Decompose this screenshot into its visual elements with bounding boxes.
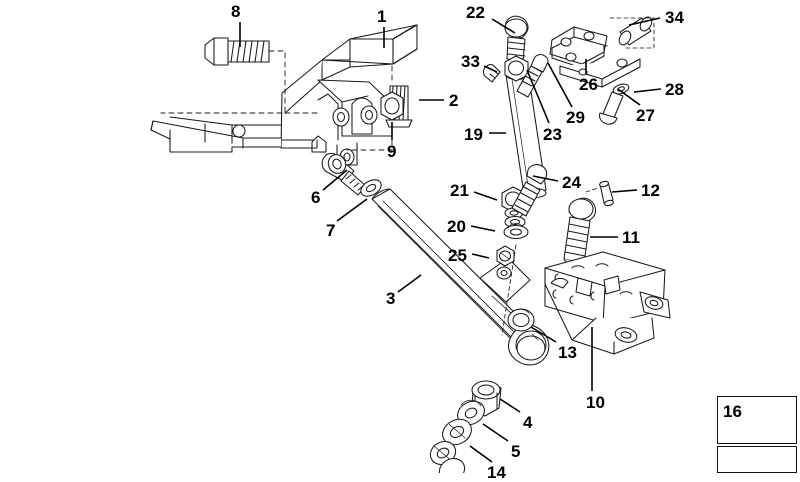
callout-number-22: 22 — [466, 3, 485, 22]
callout-number-2: 2 — [449, 91, 459, 110]
leader-line-22 — [491, 18, 516, 34]
callout-number-26: 26 — [579, 75, 598, 94]
callout-number-12: 12 — [641, 181, 660, 200]
callout-number-21: 21 — [450, 181, 469, 200]
leader-line-33 — [483, 65, 498, 73]
part-29-bolt — [516, 54, 549, 98]
part-1-bracket — [150, 24, 418, 166]
part-33-small-bolt — [482, 63, 501, 83]
leader-line-27 — [617, 88, 641, 106]
part-23-upper-nut — [504, 55, 529, 82]
part-5-washer-upper — [457, 399, 485, 426]
part-9-hex-nut — [380, 91, 404, 121]
callout-number-24: 24 — [562, 173, 581, 192]
callout-number-25: 25 — [448, 246, 467, 265]
callout-number-7: 7 — [326, 221, 336, 240]
part-27-bolt — [598, 91, 624, 125]
leader-line-29 — [547, 62, 573, 108]
inset-box-arrow — [717, 446, 797, 473]
callout-number-13: 13 — [558, 343, 577, 362]
callout-number-6: 6 — [311, 188, 321, 207]
callout-number-34: 34 — [665, 8, 684, 27]
leader-line-34 — [628, 17, 661, 26]
leader-line-6 — [322, 169, 348, 191]
part-13-bushing — [507, 308, 535, 332]
part-11-large-bolt — [563, 197, 597, 266]
part-20-spring-washer — [503, 207, 529, 240]
callout-number-4: 4 — [523, 413, 533, 432]
assembly-dashes-bottom — [501, 244, 517, 336]
leader-line-3 — [397, 274, 422, 293]
inset-box-16 — [717, 396, 797, 444]
part-22-upper-mount — [504, 15, 529, 62]
part-10-mounting-bracket — [544, 251, 671, 355]
callout-number-27: 27 — [636, 106, 655, 125]
leader-line-21 — [473, 191, 498, 201]
callout-number-20: 20 — [447, 217, 466, 236]
leader-line-14 — [469, 445, 493, 463]
callout-number-11: 11 — [622, 228, 640, 247]
part-25-nut — [496, 245, 515, 267]
callout-number-8: 8 — [231, 2, 241, 21]
part-14-bushing — [429, 441, 466, 473]
part-26-mount-plate — [549, 26, 641, 88]
callout-number-5: 5 — [511, 442, 521, 461]
part-12-pin — [599, 180, 614, 207]
leader-line-20 — [470, 225, 496, 232]
callout-number-28: 28 — [665, 80, 684, 99]
callout-number-29: 29 — [566, 108, 585, 127]
callout-number-9: 9 — [387, 142, 397, 161]
inset-label-16: 16 — [723, 402, 742, 421]
leader-line-4 — [499, 398, 521, 413]
callout-number-3: 3 — [386, 289, 396, 308]
leader-line-25 — [471, 253, 490, 259]
leader-line-28 — [633, 88, 662, 93]
leader-line-7 — [336, 198, 368, 222]
callout-number-23: 23 — [543, 125, 562, 144]
callout-number-33: 33 — [461, 52, 480, 71]
assembly-dashes-34 — [609, 17, 655, 49]
callout-leader-lines — [239, 17, 662, 463]
leader-line-5 — [482, 423, 509, 442]
leader-line-12 — [611, 189, 638, 193]
part-7-washer — [360, 179, 382, 197]
part-3-strut — [371, 188, 550, 366]
part-5-washer-lower — [442, 418, 472, 446]
callout-number-10: 10 — [586, 393, 605, 412]
leader-line-24 — [532, 175, 559, 182]
leader-line-23 — [526, 69, 550, 124]
part-8-hex-bolt — [204, 37, 270, 66]
callout-number-19: 19 — [464, 125, 483, 144]
callout-number-1: 1 — [377, 7, 387, 26]
leader-line-13 — [530, 326, 557, 343]
part-6-eye-bolt — [321, 152, 367, 196]
